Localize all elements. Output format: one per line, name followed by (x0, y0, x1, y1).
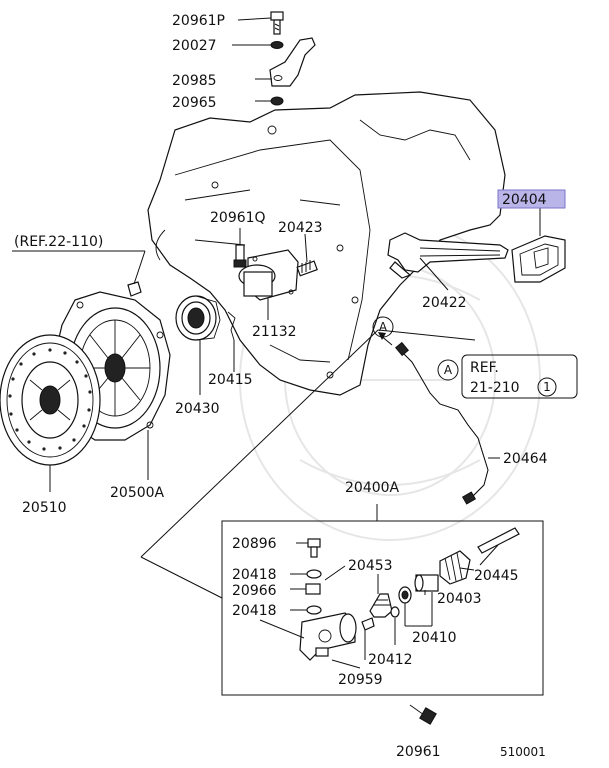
part-labels: 20961P 20027 20985 20965 20404 20961Q 20… (14, 13, 548, 760)
label-20027[interactable]: 20027 (172, 38, 217, 54)
label-20500A[interactable]: 20500A (110, 485, 165, 501)
piston-20410 (398, 574, 439, 604)
rod-20445 (477, 527, 520, 554)
callout-a-letter: A (379, 320, 388, 334)
label-20430[interactable]: 20430 (175, 401, 220, 417)
label-20966[interactable]: 20966 (232, 583, 277, 599)
bracket-20985 (269, 37, 316, 87)
pushrod-20412 (361, 606, 400, 631)
label-21132[interactable]: 21132 (252, 324, 297, 340)
spring-20403 (439, 550, 471, 585)
callout-a: A (372, 316, 394, 338)
washer-20418-bottom (306, 605, 322, 615)
label-20410[interactable]: 20410 (412, 630, 457, 646)
slave-cylinder-body-20959 (299, 612, 357, 661)
label-20464[interactable]: 20464 (503, 451, 548, 467)
boot-20453 (369, 593, 393, 618)
slave-cylinder-assembly-box (140, 329, 544, 696)
label-ref-22-110[interactable]: (REF.22-110) (14, 234, 103, 250)
label-20423[interactable]: 20423 (278, 220, 323, 236)
cap-20966 (305, 583, 321, 595)
nut-20965 (270, 96, 284, 106)
dowel-pin (127, 281, 142, 297)
ref-box-circle-num: 1 (543, 380, 551, 394)
label-20445[interactable]: 20445 (474, 568, 519, 584)
clip-20415 (227, 311, 236, 341)
release-bearing-20430 (175, 295, 221, 341)
release-fork-20422 (387, 232, 509, 279)
label-20400A[interactable]: 20400A (345, 480, 400, 496)
bolt-20961 (409, 704, 437, 725)
top-bolt-20961P (270, 11, 284, 35)
label-20961Q[interactable]: 20961Q (210, 210, 266, 226)
ref-box-callout-a: A (444, 363, 453, 377)
washer-20418-top (306, 569, 322, 579)
label-20418-bottom[interactable]: 20418 (232, 603, 277, 619)
highlight-20404 (497, 189, 566, 209)
diagram-number: 510001 (500, 745, 546, 759)
label-20453[interactable]: 20453 (348, 558, 393, 574)
stud-20423 (296, 260, 318, 277)
label-20896[interactable]: 20896 (232, 536, 277, 552)
label-20959[interactable]: 20959 (338, 672, 383, 688)
label-20412[interactable]: 20412 (368, 652, 413, 668)
leader-lines (12, 17, 541, 669)
label-20415[interactable]: 20415 (208, 372, 253, 388)
ref-box-line2: 21-210 (470, 380, 520, 396)
label-20985[interactable]: 20985 (172, 73, 217, 89)
transmission-housing (147, 91, 506, 396)
label-20965[interactable]: 20965 (172, 95, 217, 111)
label-20404[interactable]: 20404 (502, 192, 547, 208)
clutch-line-20464 (378, 332, 489, 505)
label-20403[interactable]: 20403 (437, 591, 482, 607)
boot-20404 (511, 235, 566, 283)
bleeder-20896 (307, 538, 321, 558)
bolt-20961Q (233, 244, 247, 268)
label-20418-top[interactable]: 20418 (232, 567, 277, 583)
reference-box: A REF. 21-210 1 (437, 354, 578, 399)
label-20510[interactable]: 20510 (22, 500, 67, 516)
label-20961P[interactable]: 20961P (172, 13, 225, 29)
bearing-retainer-21132 (238, 249, 299, 301)
ref-box-line1: REF. (470, 360, 499, 376)
label-20422[interactable]: 20422 (422, 295, 467, 311)
washer-20027 (270, 41, 284, 49)
label-20961[interactable]: 20961 (396, 744, 441, 760)
clutch-disc-20510 (0, 334, 101, 466)
